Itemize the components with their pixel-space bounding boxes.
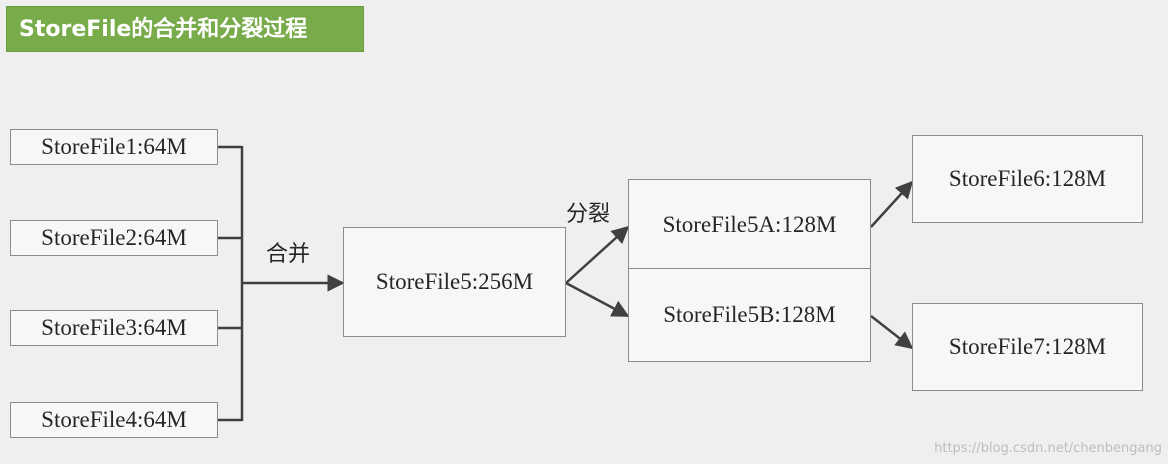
title-banner: StoreFile的合并和分裂过程	[6, 6, 364, 52]
result-arrow-a	[870, 180, 914, 228]
merged-label: StoreFile5:256M	[375, 269, 534, 294]
result-b-label: StoreFile7:128M	[948, 334, 1107, 359]
merge-label: 合并	[266, 242, 311, 267]
result-storefile-7: StoreFile7:128M	[912, 303, 1143, 391]
split-arrow-a	[565, 225, 630, 284]
source-label: StoreFile1:64M	[41, 134, 187, 159]
result-a-label: StoreFile6:128M	[948, 166, 1107, 191]
split-b-label: StoreFile5B:128M	[663, 302, 836, 327]
source-storefile-4: StoreFile4:64M	[10, 402, 218, 438]
page-title: StoreFile的合并和分裂过程	[19, 17, 308, 42]
source-label: StoreFile3:64M	[41, 315, 187, 340]
source-label: StoreFile4:64M	[41, 407, 187, 432]
split-storefile-a: StoreFile5A:128M	[628, 179, 871, 270]
source-storefile-2: StoreFile2:64M	[10, 220, 218, 256]
source-storefile-1: StoreFile1:64M	[10, 129, 218, 165]
merged-storefile: StoreFile5:256M	[343, 227, 566, 337]
split-label: 分裂	[566, 202, 611, 227]
watermark: https://blog.csdn.net/chenbengang	[934, 441, 1162, 456]
split-a-label: StoreFile5A:128M	[662, 211, 837, 237]
source-label: StoreFile2:64M	[41, 225, 187, 250]
result-arrow-b	[870, 315, 914, 350]
source-storefile-3: StoreFile3:64M	[10, 310, 218, 346]
split-arrow-b	[565, 281, 630, 318]
result-storefile-6: StoreFile6:128M	[912, 135, 1143, 223]
split-storefile-b: StoreFile5B:128M	[628, 268, 871, 362]
